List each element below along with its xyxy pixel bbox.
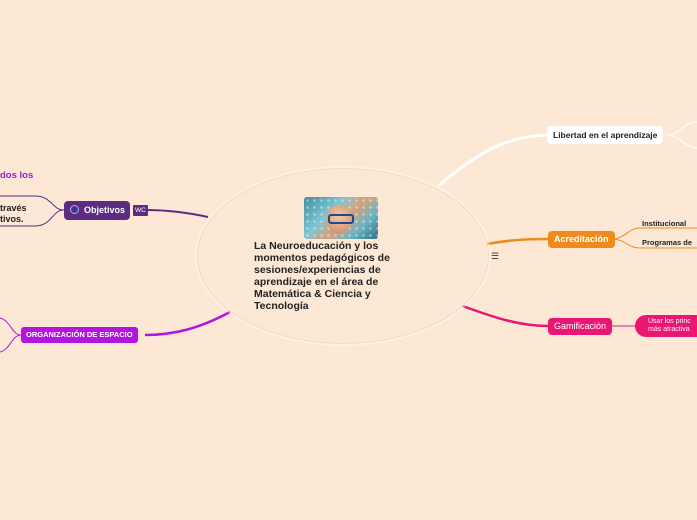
node-programas[interactable]: Programas de (642, 238, 693, 247)
gamificacion-child-line-1: Usar los princ (648, 318, 691, 325)
node-acreditacion[interactable]: Acreditación (548, 231, 615, 248)
node-top-left-partial[interactable]: dos los (0, 170, 34, 181)
central-topic-title[interactable]: La Neuroeducación y los momentos pedagóg… (254, 240, 390, 312)
node-objetivos-child-line-1[interactable]: través (0, 203, 27, 213)
node-objetivos-child-line-2[interactable]: tivos. (0, 214, 24, 224)
node-objetivos[interactable]: Objetivos (64, 201, 130, 220)
node-gamificacion-child[interactable]: Usar los princ más atractiva (635, 315, 697, 337)
wc-badge[interactable]: WC (133, 205, 148, 216)
node-gamificacion[interactable]: Gamificación (548, 318, 613, 335)
gauge-icon (70, 205, 79, 214)
gamificacion-child-line-2: más atractiva (648, 326, 690, 333)
node-objetivos-label: Objetivos (84, 205, 126, 215)
child-with-glasses-image (304, 197, 378, 239)
node-libertad-aprendizaje[interactable]: Libertad en el aprendizaje (547, 126, 664, 144)
node-institucional[interactable]: Institucional (642, 219, 687, 228)
menu-icon[interactable]: ☰ (491, 251, 500, 261)
node-organizacion-espacio[interactable]: ORGANIZACIÓN DE ESPACIO (21, 327, 138, 343)
